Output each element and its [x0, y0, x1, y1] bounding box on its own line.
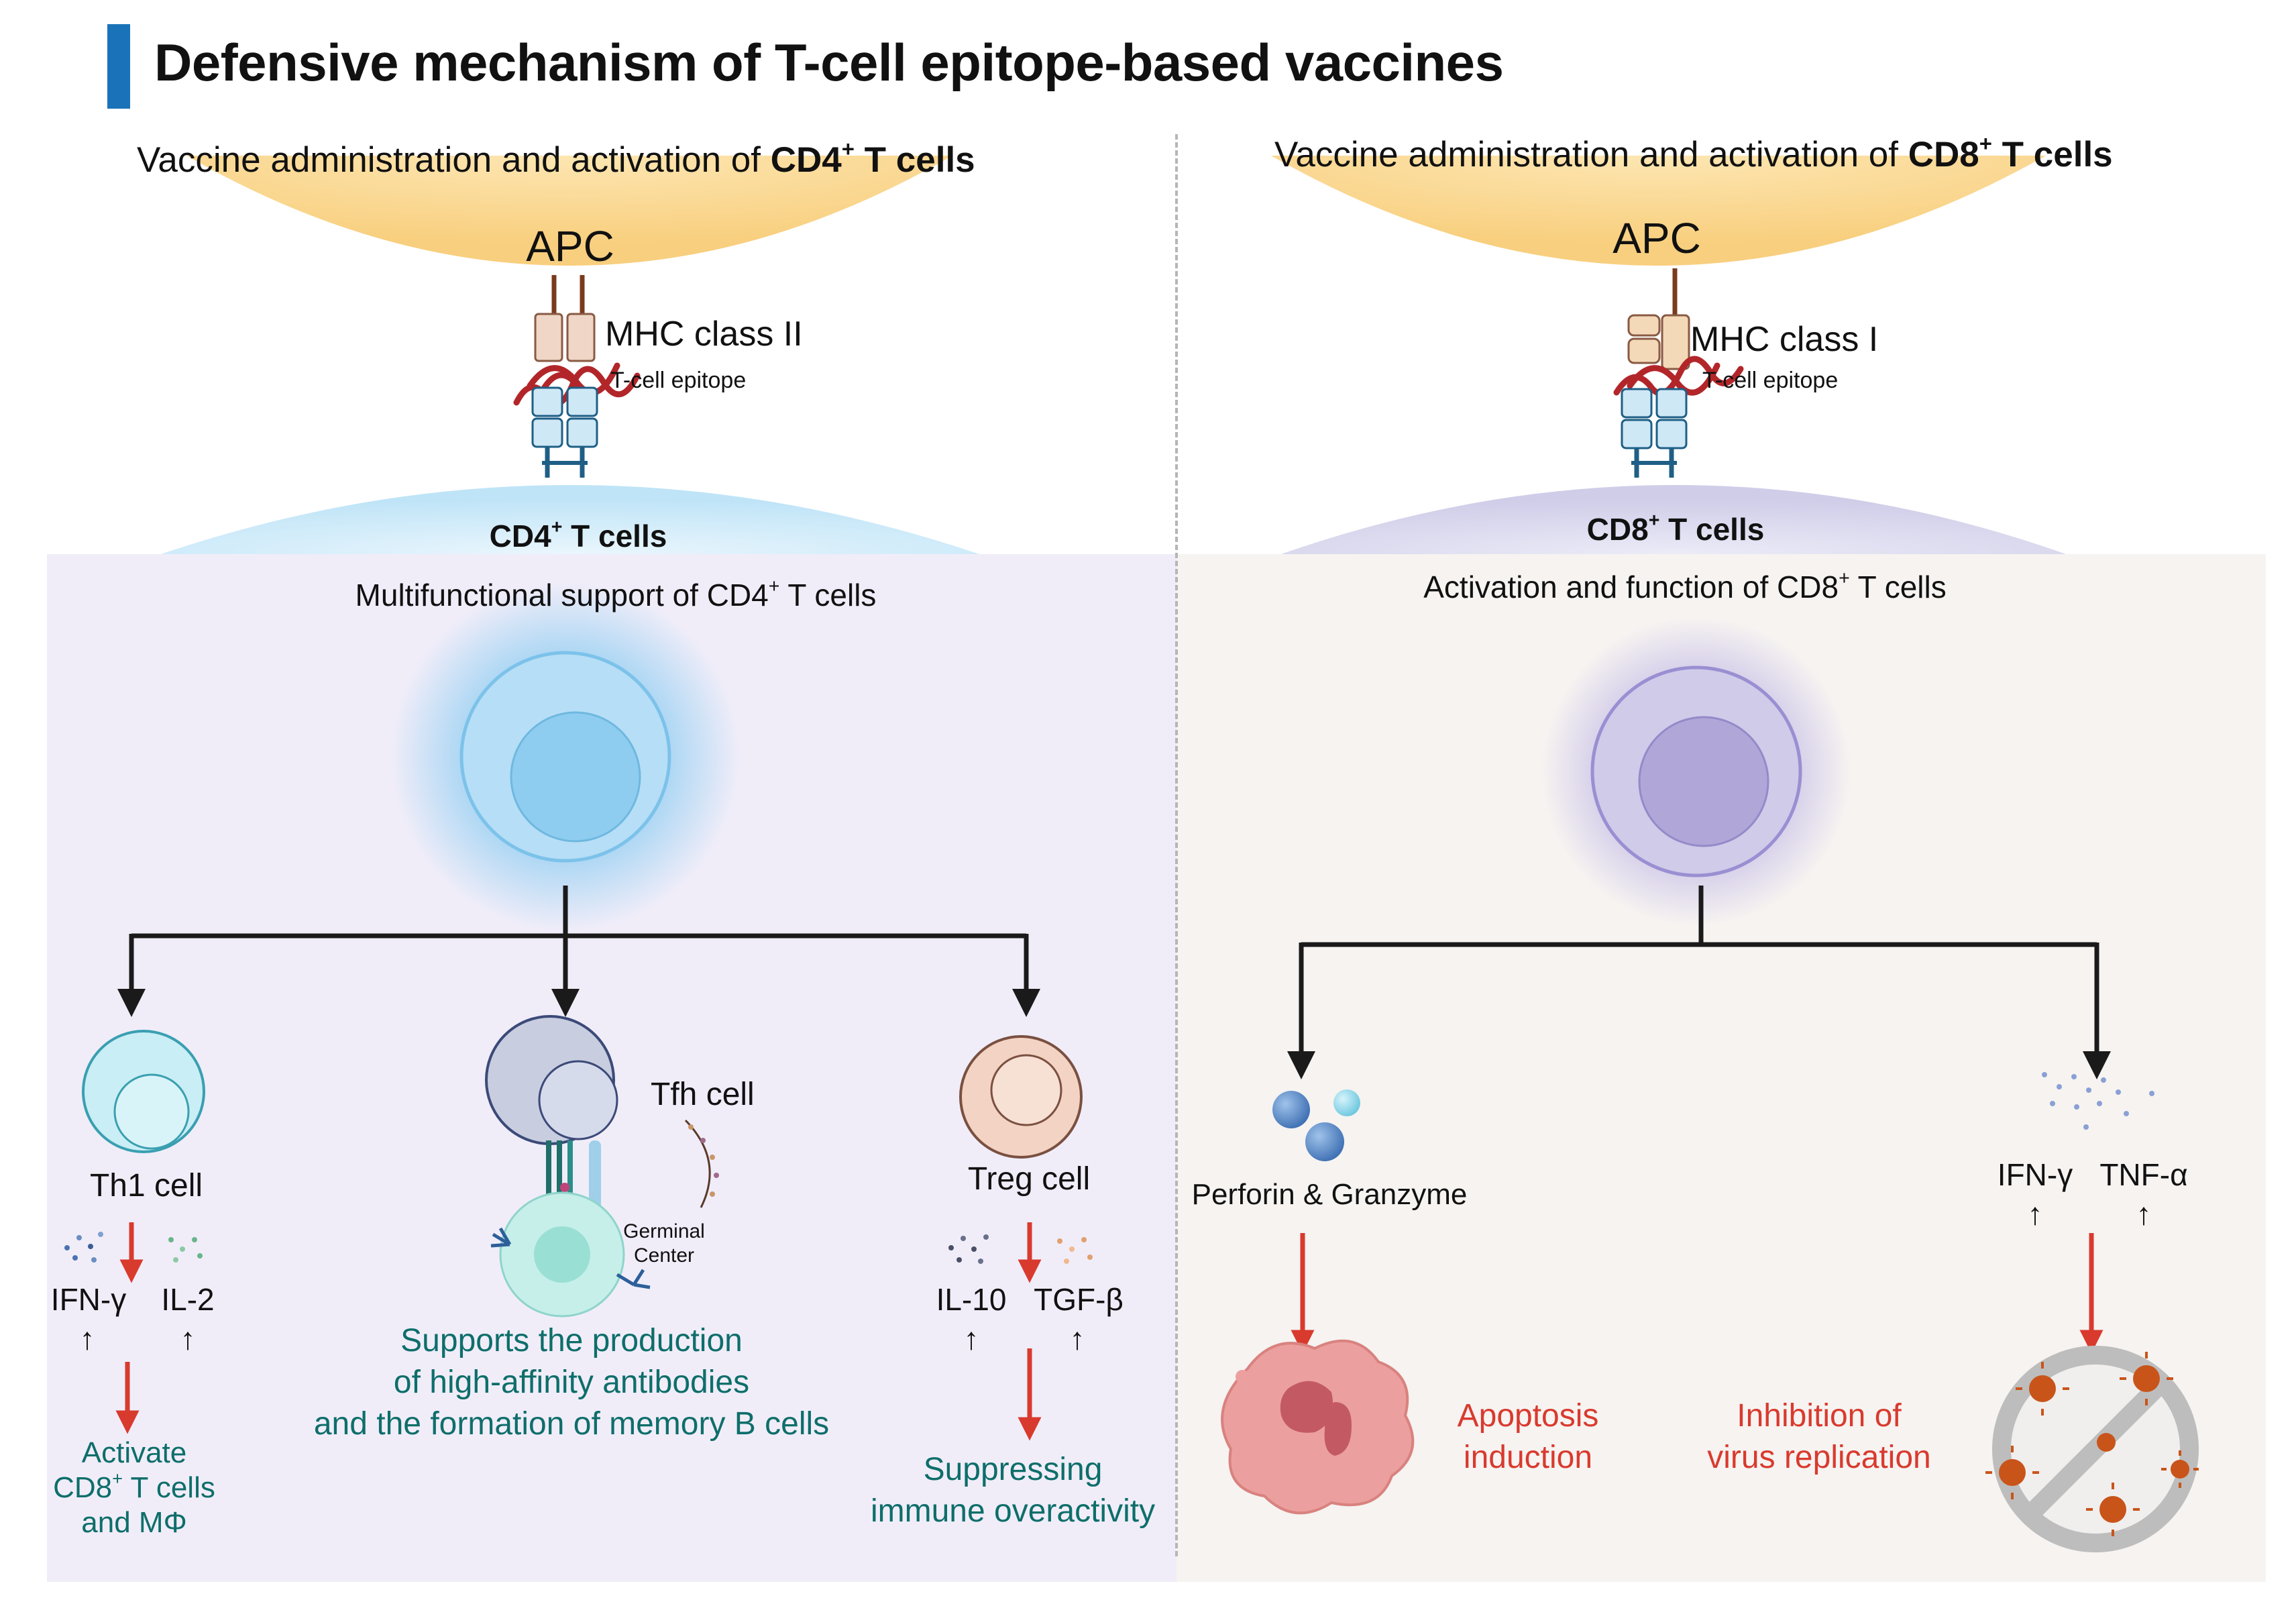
tfh-outcome-line2: of high-affinity antibodies: [393, 1365, 750, 1400]
tfh-outcome-line3: and the formation of memory B cells: [313, 1406, 830, 1442]
th1-cell-label: Th1 cell: [89, 1168, 203, 1204]
apoptosis-label: Apoptosis induction: [1458, 1395, 1599, 1479]
cd8-ifn-up-arrow: ↑: [2027, 1196, 2043, 1231]
treg-outcome: Suppressing immune overactivity: [871, 1449, 1155, 1532]
perforin-granzyme-label: Perforin & Granzyme: [1191, 1178, 1468, 1211]
cd4-panel-title-sup: +: [768, 576, 780, 598]
right-heading-sup: +: [1979, 131, 1992, 156]
th1-il2-label: IL-2: [161, 1282, 215, 1317]
th1-outcome-line2-pre: CD8: [53, 1471, 113, 1504]
apoptotic-cell-icon: [1221, 1339, 1415, 1515]
cd4-t-cell-membrane: [161, 485, 979, 554]
th1-ifn-label: IFN-γ: [50, 1282, 127, 1317]
left-heading-bold: CD4: [770, 140, 842, 180]
cd8-panel-title: Activation and function of CD8+ T cells: [1423, 569, 1947, 605]
germinal-center-arrow: [684, 1119, 711, 1208]
cd4-t-cells-label: CD4+ T cells: [490, 518, 667, 554]
apc-cell-left: [186, 156, 952, 266]
right-heading-post: T cells: [1991, 135, 2113, 174]
germinal-center-line2: Center: [633, 1244, 695, 1267]
mhc-class-i-label: MHC class I: [1690, 320, 1879, 359]
t-cell-epitope-right: [1613, 356, 1744, 396]
apoptosis-line2: induction: [1463, 1440, 1593, 1475]
right-heading-text: Vaccine administration and activation of: [1274, 135, 1908, 174]
epitope-label-left: T-cell epitope: [610, 368, 747, 393]
cd8-t-cell-membrane: [1281, 485, 2066, 554]
tfh-outcome: Supports the production of high-affinity…: [314, 1320, 829, 1445]
th1-outcome-line2: CD8+ T cells: [53, 1467, 215, 1505]
th1-il2-up-arrow: ↑: [180, 1321, 196, 1356]
right-heading-bold: CD8: [1908, 135, 1979, 174]
cd8-tnf-label: TNF-α: [2099, 1157, 2188, 1192]
cd4-panel-title-post: T cells: [779, 578, 877, 612]
treg-il10-up-arrow: ↑: [963, 1321, 979, 1356]
cd4-panel-title-text: Multifunctional support of CD4: [355, 578, 769, 612]
th1-outcome-line2-post: T cells: [123, 1471, 215, 1504]
tfh-outcome-line1: Supports the production: [400, 1323, 743, 1358]
th1-outcome-line3: and MΦ: [81, 1506, 187, 1539]
left-heading: Vaccine administration and activation of…: [137, 138, 975, 180]
cd8-label-sup: +: [1648, 510, 1660, 532]
cd8-panel-title-sup: +: [1839, 568, 1850, 590]
antibody-icons: [490, 1227, 651, 1289]
th1-cytokine-dots: [64, 1232, 203, 1263]
mhc-class-ii-label: MHC class II: [605, 315, 803, 354]
left-heading-text: Vaccine administration and activation of: [137, 140, 771, 180]
cd4-panel-title: Multifunctional support of CD4+ T cells: [356, 577, 877, 613]
virus-inhibition-icon: [1985, 1346, 2199, 1552]
mhc-class-i-icon: [1627, 268, 1690, 370]
cd4-label-post: T cells: [562, 519, 667, 553]
tcr-icon-left: [531, 386, 598, 478]
apc-label-left: APC: [526, 222, 614, 270]
epitope-label-right: T-cell epitope: [1702, 368, 1839, 393]
cd8-tnf-up-arrow: ↑: [2136, 1196, 2152, 1231]
treg-outcome-line2: immune overactivity: [870, 1493, 1156, 1529]
treg-outcome-line1: Suppressing: [923, 1452, 1103, 1487]
cd8-cell-nucleus: [1638, 716, 1769, 847]
apc-cell-right: [1271, 156, 2046, 266]
treg-cell-label: Treg cell: [967, 1161, 1091, 1197]
page-title: Defensive mechanism of T-cell epitope-ba…: [154, 33, 1504, 92]
right-heading: Vaccine administration and activation of…: [1274, 131, 2113, 175]
cd8-ifn-label: IFN-γ: [1997, 1157, 2073, 1192]
apoptosis-line1: Apoptosis: [1457, 1398, 1599, 1434]
virus-inhibition-line2: virus replication: [1707, 1440, 1931, 1475]
apc-label-right: APC: [1612, 214, 1701, 262]
left-heading-sup: +: [841, 136, 855, 161]
treg-tgfb-up-arrow: ↑: [1069, 1321, 1085, 1356]
tfh-receptors: [546, 1140, 601, 1221]
perforin-granzyme-icon: [1272, 1089, 1360, 1161]
cd8-t-cells-label: CD8+ T cells: [1587, 511, 1765, 547]
left-heading-post: T cells: [854, 140, 975, 180]
cd4-cell-nucleus: [510, 711, 641, 843]
cd8-label-post: T cells: [1659, 512, 1765, 547]
cd8-panel-title-post: T cells: [1849, 570, 1947, 604]
mhc-class-ii-icon: [534, 275, 596, 362]
cd8-label-text: CD8: [1586, 512, 1649, 547]
th1-outcome: Activate CD8+ T cells and MΦ: [53, 1436, 215, 1540]
th1-ifn-up-arrow: ↑: [79, 1321, 95, 1356]
column-divider: [1175, 134, 1178, 1556]
treg-il10-label: IL-10: [936, 1282, 1007, 1317]
cd8-panel-title-text: Activation and function of CD8: [1423, 570, 1839, 604]
cd8-cytokine-dots: [2042, 1072, 2154, 1130]
germinal-center-dots: [688, 1124, 719, 1197]
th1-outcome-line2-sup: +: [112, 1467, 123, 1489]
virus-inhibition-line1: Inhibition of: [1737, 1398, 1902, 1434]
treg-cytokine-dots: [948, 1234, 1093, 1264]
th1-outcome-line1: Activate: [81, 1436, 187, 1469]
tfh-cell-label: Tfh cell: [651, 1077, 755, 1112]
virus-inhibition-label: Inhibition of virus replication: [1707, 1395, 1930, 1479]
treg-tgfb-label: TGF-β: [1034, 1282, 1124, 1317]
cd4-label-sup: +: [551, 517, 563, 539]
germinal-center-label: Germinal Center: [623, 1220, 705, 1268]
cd4-label-text: CD4: [489, 519, 551, 553]
title-accent-bar: [107, 24, 130, 109]
tcr-icon-right: [1621, 388, 1688, 478]
germinal-center-line1: Germinal: [623, 1220, 705, 1242]
